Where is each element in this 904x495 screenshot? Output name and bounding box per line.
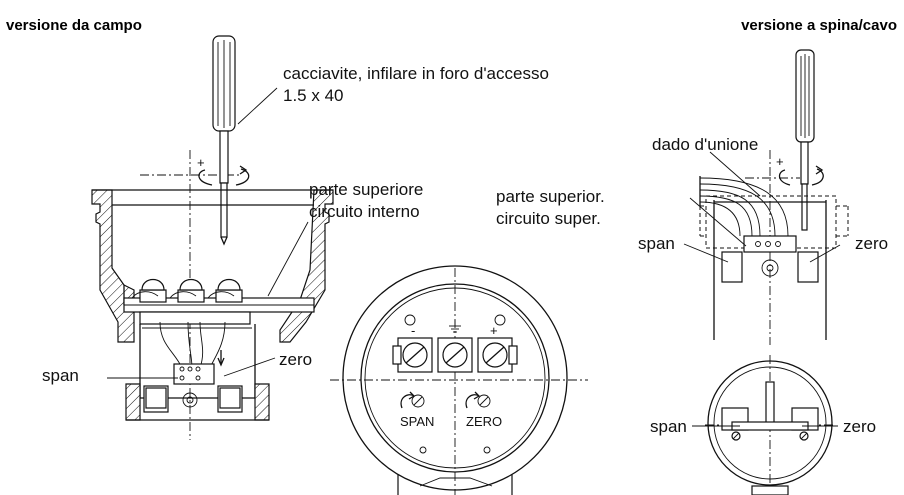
right-upper-part-label-2: circuito super. — [496, 209, 601, 228]
right-zero-bottom-label: zero — [843, 417, 876, 436]
center-minus-terminal — [392, 337, 433, 373]
right-screwdriver-icon — [795, 49, 815, 231]
right-span-top-leader — [683, 243, 729, 263]
center-zero-pot-icon — [465, 391, 491, 409]
left-upper-part-label-1: parte superiore — [309, 180, 423, 199]
header-right: versione a spina/cavo — [741, 17, 897, 34]
center-top-view-drawing: - + SPAN ZERO — [330, 265, 588, 495]
center-span-label: SPAN — [400, 414, 434, 429]
center-span-pot-icon — [400, 391, 425, 409]
right-zero-top-label: zero — [855, 234, 888, 253]
right-union-nut-leader — [709, 151, 761, 197]
left-upper-part-leader — [267, 221, 309, 297]
center-ground-terminal — [437, 320, 473, 373]
right-plus-symbol: + — [776, 154, 784, 169]
center-plus-terminal — [477, 337, 518, 373]
center-minus-symbol: - — [411, 323, 415, 338]
left-screwdriver-icon — [212, 35, 236, 246]
right-union-nut-label: dado d'unione — [652, 135, 758, 154]
left-upper-part-label-2: circuito interno — [309, 202, 420, 221]
header-left: versione da campo — [6, 17, 142, 34]
left-span-label: span — [42, 366, 79, 385]
center-zero-label: ZERO — [466, 414, 502, 429]
center-plus-symbol: + — [490, 323, 498, 338]
right-span-top-label: span — [638, 234, 675, 253]
left-zero-leader — [223, 357, 276, 377]
left-screwdriver-size-label: 1.5 x 40 — [283, 86, 344, 105]
right-upper-part-leader — [689, 197, 747, 247]
right-upper-part-label-1: parte superior. — [496, 187, 605, 206]
right-connector-version-drawing: + — [699, 49, 849, 495]
left-terminal-screws — [131, 278, 243, 303]
right-span-bottom-label: span — [650, 417, 687, 436]
left-plus-symbol: + — [197, 155, 205, 170]
left-field-version-drawing: + — [91, 35, 334, 440]
right-zero-top-leader — [809, 244, 841, 263]
left-screwdriver-label: cacciavite, infilare in foro d'accesso — [283, 64, 549, 83]
left-zero-label: zero — [279, 350, 312, 369]
left-screwdriver-leader — [237, 87, 278, 125]
